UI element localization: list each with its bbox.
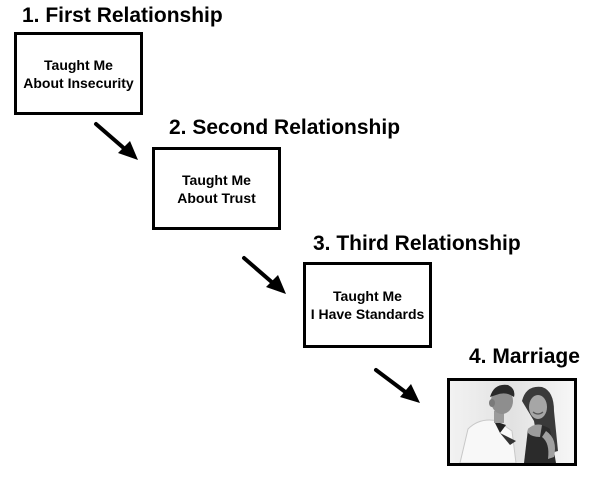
step-3-title: 3. Third Relationship: [313, 232, 521, 255]
arrow-down-right-icon: [242, 256, 286, 294]
step-3-box: Taught Me I Have Standards: [303, 262, 432, 348]
step-3-line-2: I Have Standards: [310, 306, 425, 322]
step-4-title: 4. Marriage: [469, 345, 580, 368]
step-2-title: 2. Second Relationship: [169, 116, 401, 139]
step-3-line-1: Taught Me: [333, 288, 402, 304]
couple-photo: [447, 378, 577, 466]
step-1-line-1: Taught Me: [44, 56, 113, 73]
step-1-line-2: About Insecurity: [23, 74, 134, 91]
step-2-box: Taught Me About Trust: [152, 147, 281, 230]
couple-photo-illustration: [450, 381, 574, 463]
step-1-title: 1. First Relationship: [22, 4, 223, 27]
arrow-down-right-icon: [374, 368, 420, 403]
step-2-line-2: About Trust: [177, 189, 256, 206]
step-1-box: Taught Me About Insecurity: [14, 32, 143, 115]
step-2-line-1: Taught Me: [182, 171, 251, 188]
arrow-down-right-icon: [94, 122, 138, 160]
